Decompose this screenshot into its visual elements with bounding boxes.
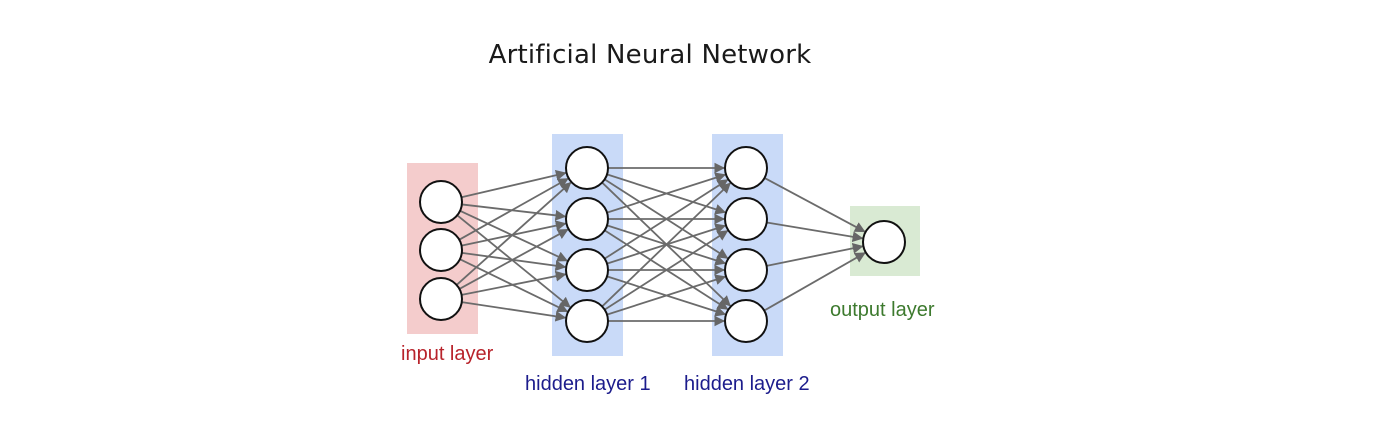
hidden1-node — [565, 146, 609, 190]
input-node — [419, 228, 463, 272]
hidden2-node — [724, 146, 768, 190]
connection-edge — [766, 243, 864, 267]
hidden1-node — [565, 299, 609, 343]
connection-edge — [458, 177, 569, 241]
hidden1-node — [565, 248, 609, 292]
input-node — [419, 180, 463, 224]
diagram-title: Artificial Neural Network — [488, 40, 812, 70]
output-node — [862, 220, 906, 264]
output-layer-label: output layer — [830, 299, 935, 321]
connection-edge — [606, 274, 727, 316]
hidden2-node — [724, 197, 768, 241]
connection-edge — [461, 301, 567, 322]
hidden2-node — [724, 299, 768, 343]
connection-edge — [604, 179, 729, 260]
connection-edge — [456, 181, 572, 286]
connection-edge — [458, 228, 569, 290]
hidden1-layer-label: hidden layer 1 — [525, 373, 651, 395]
hidden2-layer-label: hidden layer 2 — [684, 373, 810, 395]
connection-edge — [461, 169, 567, 199]
connection-edge — [461, 203, 567, 221]
connection-edge — [604, 230, 729, 311]
connection-edge — [461, 270, 567, 296]
hidden2-node — [724, 248, 768, 292]
input-layer-label: input layer — [401, 343, 494, 365]
connection-edge — [459, 210, 569, 262]
connection-edge — [601, 182, 731, 308]
connection-edge — [766, 221, 864, 243]
input-node — [419, 277, 463, 321]
connection-edge — [763, 252, 866, 312]
connection-edge — [606, 172, 727, 214]
hidden1-node — [565, 197, 609, 241]
connection-edge — [764, 177, 866, 233]
